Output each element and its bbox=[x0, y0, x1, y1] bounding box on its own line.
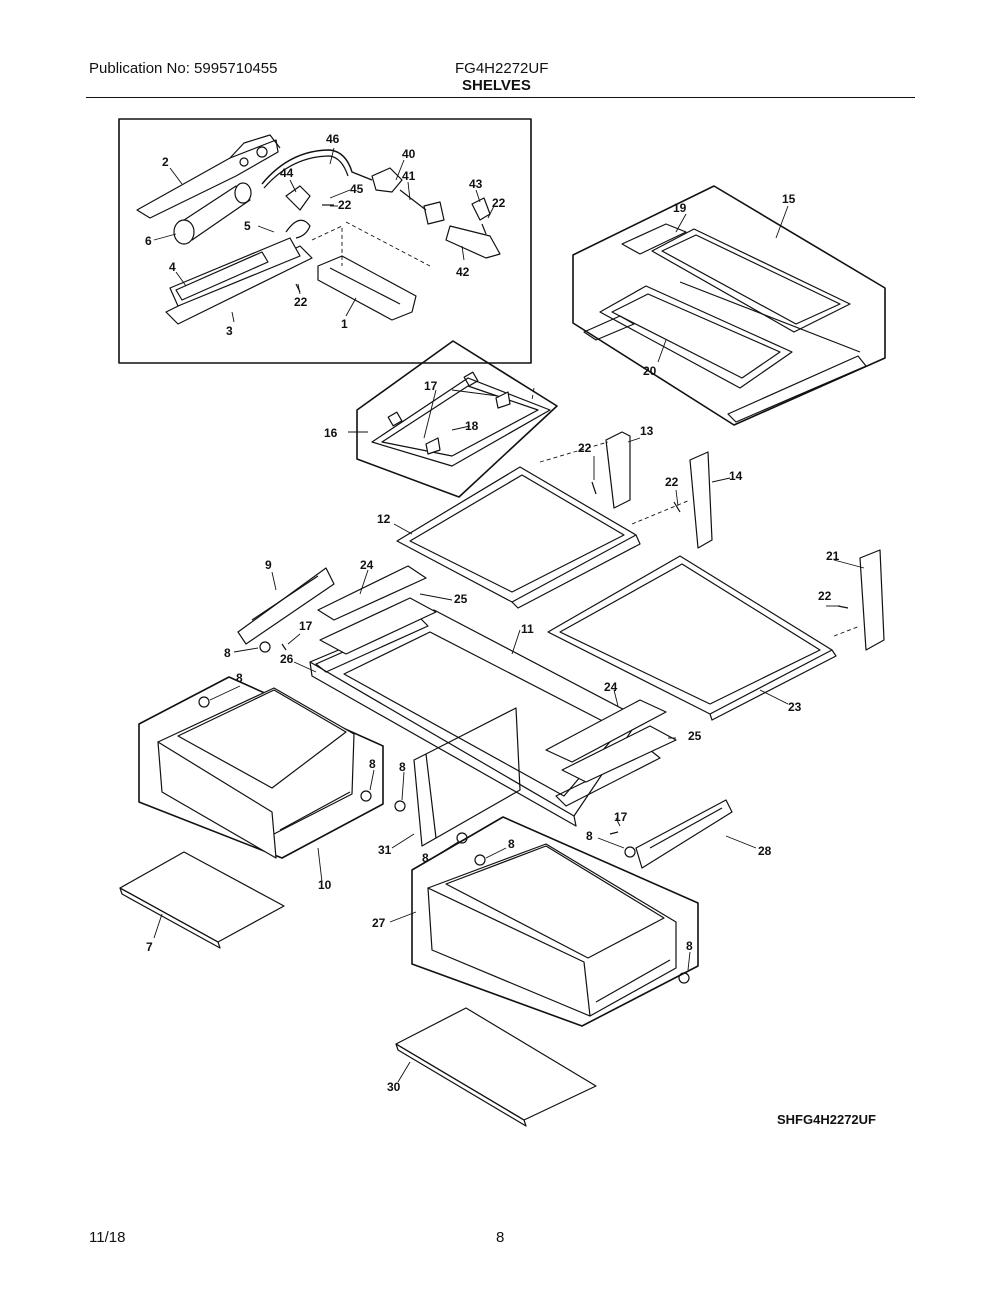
shelf-trim-assembly-box bbox=[356, 340, 558, 498]
callout-22-f: 22 bbox=[818, 589, 832, 603]
callout-46: 46 bbox=[326, 132, 340, 146]
callout-5: 5 bbox=[244, 219, 251, 233]
callout-22-e: 22 bbox=[665, 475, 679, 489]
shelf-supports bbox=[198, 387, 885, 984]
callout-19: 19 bbox=[673, 201, 687, 215]
callout-8-c: 8 bbox=[369, 757, 376, 771]
callout-8-d: 8 bbox=[399, 760, 406, 774]
callout-6: 6 bbox=[145, 234, 152, 248]
drawing-code: SHFG4H2272UF bbox=[777, 1112, 876, 1127]
callout-27: 27 bbox=[372, 916, 386, 930]
footer-date: 11/18 bbox=[89, 1229, 126, 1246]
callout-24-b: 24 bbox=[604, 680, 618, 694]
callout-26: 26 bbox=[280, 652, 294, 666]
callout-8-g: 8 bbox=[586, 829, 593, 843]
callout-17-b: 17 bbox=[299, 619, 313, 633]
callout-44: 44 bbox=[280, 166, 294, 180]
callout-21: 21 bbox=[826, 549, 840, 563]
callout-40: 40 bbox=[402, 147, 416, 161]
crisper-drawer-left-box bbox=[119, 676, 384, 949]
publication-number: Publication No: 5995710455 bbox=[89, 60, 278, 77]
page-number: 8 bbox=[496, 1229, 505, 1246]
callout-3: 3 bbox=[226, 324, 233, 338]
model-number: FG4H2272UF bbox=[455, 60, 549, 77]
callout-22-c: 22 bbox=[294, 295, 308, 309]
callout-25-a: 25 bbox=[454, 592, 468, 606]
callout-18: 18 bbox=[465, 419, 479, 433]
callout-11: 11 bbox=[521, 622, 534, 636]
glass-shelf-assembly-box bbox=[572, 185, 886, 426]
callout-8-e: 8 bbox=[422, 851, 429, 865]
callout-17-a: 17 bbox=[424, 379, 438, 393]
callout-13: 13 bbox=[640, 424, 654, 438]
section-title: SHELVES bbox=[462, 77, 531, 94]
callout-20: 20 bbox=[643, 364, 657, 378]
callout-31: 31 bbox=[378, 843, 392, 857]
callout-28: 28 bbox=[758, 844, 772, 858]
callout-2: 2 bbox=[162, 155, 169, 169]
water-filter-assembly-inset bbox=[118, 118, 532, 364]
callout-45: 45 bbox=[350, 182, 364, 196]
callout-15: 15 bbox=[782, 192, 796, 206]
callout-8-h: 8 bbox=[686, 939, 693, 953]
callout-8-b: 8 bbox=[236, 671, 243, 685]
callout-8-a: 8 bbox=[224, 646, 231, 660]
callout-30: 30 bbox=[387, 1080, 401, 1094]
callout-4: 4 bbox=[169, 260, 176, 274]
crisper-drawer-right-box bbox=[395, 816, 699, 1127]
callout-8-f: 8 bbox=[508, 837, 515, 851]
callout-41: 41 bbox=[402, 169, 416, 183]
callout-42: 42 bbox=[456, 265, 470, 279]
callout-leaders bbox=[153, 147, 865, 1083]
callout-22-d: 22 bbox=[578, 441, 592, 455]
callout-22-b: 22 bbox=[338, 198, 352, 212]
callout-24-a: 24 bbox=[360, 558, 374, 572]
callout-25-b: 25 bbox=[688, 729, 702, 743]
callout-9: 9 bbox=[265, 558, 272, 572]
callout-12: 12 bbox=[377, 512, 391, 526]
callout-1: 1 bbox=[341, 317, 348, 331]
shelves-middle bbox=[309, 466, 837, 827]
callout-14: 14 bbox=[729, 469, 743, 483]
callout-22-a: 22 bbox=[492, 196, 506, 210]
callout-16: 16 bbox=[324, 426, 338, 440]
callout-23: 23 bbox=[788, 700, 802, 714]
callout-10: 10 bbox=[318, 878, 332, 892]
callout-7: 7 bbox=[146, 940, 153, 954]
callout-43: 43 bbox=[469, 177, 483, 191]
callout-labels: 2 6 4 3 5 46 40 41 43 22 44 45 22 22 1 4… bbox=[145, 132, 840, 1094]
callout-17-c: 17 bbox=[614, 810, 628, 824]
header-rule bbox=[86, 97, 915, 98]
